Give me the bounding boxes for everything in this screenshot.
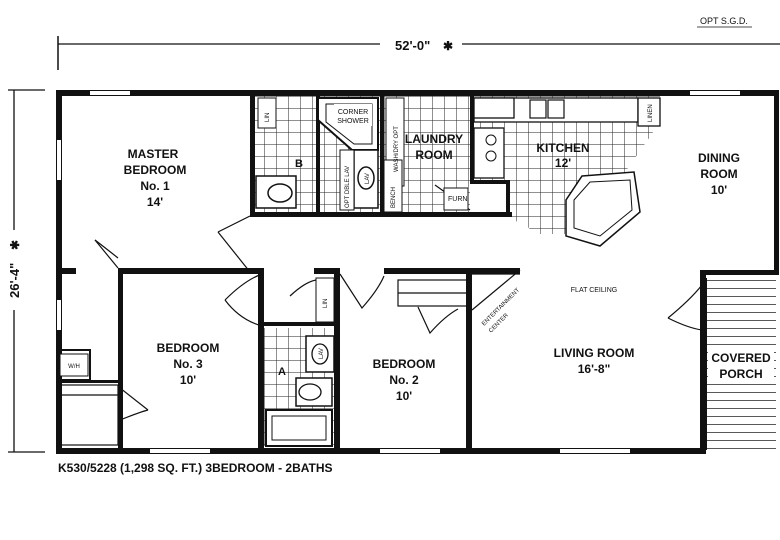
corner-shower-label-2: SHOWER — [337, 118, 369, 125]
svg-text:MASTER: MASTER — [128, 147, 179, 161]
corner-shower-label-1: CORNER — [338, 109, 368, 116]
living-room-label: LIVING ROOM 16'-8" — [554, 346, 635, 376]
bedroom-2-label: BEDROOM No. 2 10' — [373, 357, 436, 403]
interior-walls — [56, 96, 520, 454]
flat-ceiling-label: FLAT CEILING — [571, 287, 617, 294]
depth-star: ✱ — [8, 240, 22, 250]
hall-lav-label: LAV — [319, 348, 325, 359]
svg-text:LAUNDRY: LAUNDRY — [405, 132, 463, 146]
svg-text:PORCH: PORCH — [719, 367, 762, 381]
kitchen-linen-label: LINEN — [648, 104, 654, 122]
opt-sgd-note: OPT S.G.D. — [700, 16, 748, 26]
svg-text:BEDROOM: BEDROOM — [373, 357, 436, 371]
svg-text:ROOM: ROOM — [700, 167, 737, 181]
svg-text:14': 14' — [147, 195, 163, 209]
laundry-label: LAUNDRY ROOM — [405, 132, 463, 162]
svg-text:10': 10' — [396, 389, 412, 403]
bath-b-label: B — [295, 158, 303, 170]
svg-text:BEDROOM: BEDROOM — [124, 163, 187, 177]
plan-caption: K530/5228 (1,298 SQ. FT.) 3BEDROOM - 2BA… — [58, 461, 333, 475]
svg-text:BEDROOM: BEDROOM — [157, 341, 220, 355]
svg-text:LIVING ROOM: LIVING ROOM — [554, 346, 635, 360]
master-lav-label: LAV — [365, 173, 371, 184]
width-label: 52'-0" — [395, 38, 430, 53]
bath-a-label: A — [278, 366, 286, 378]
svg-text:10': 10' — [711, 183, 727, 197]
water-heater-label: W/H — [68, 364, 80, 370]
depth-dimension: 26'-4" ✱ — [7, 89, 45, 453]
svg-text:12': 12' — [555, 156, 571, 170]
kitchen-label: KITCHEN 12' — [536, 141, 589, 170]
kitchen-tile — [472, 96, 660, 234]
bench-label: BENCH — [391, 187, 397, 208]
svg-text:KITCHEN: KITCHEN — [536, 141, 589, 155]
svg-text:No. 2: No. 2 — [389, 373, 419, 387]
svg-text:No. 1: No. 1 — [140, 179, 170, 193]
hall-linen-label: LIN — [323, 299, 329, 308]
width-dimension: 52'-0" ✱ — [57, 36, 780, 70]
laundry-fixtures — [383, 97, 469, 213]
hall-bath-fixtures — [265, 277, 335, 447]
svg-text:10': 10' — [180, 373, 196, 387]
svg-text:ROOM: ROOM — [415, 148, 452, 162]
opt-dble-lav-label: OPT DBLE LAV — [345, 166, 351, 208]
width-star: ✱ — [443, 39, 453, 53]
dining-room-label: DINING ROOM 10' — [698, 151, 740, 197]
master-bedroom-label: MASTER BEDROOM No. 1 14' — [124, 147, 187, 209]
svg-text:16'-8": 16'-8" — [578, 362, 611, 376]
bedroom-3-label: BEDROOM No. 3 10' — [157, 341, 220, 387]
svg-text:DINING: DINING — [698, 151, 740, 165]
furn-label: FURN — [448, 196, 467, 203]
svg-text:COVERED: COVERED — [711, 351, 771, 365]
kitchen-fixtures — [473, 97, 661, 247]
door-swings — [94, 184, 703, 421]
depth-label: 26'-4" — [7, 263, 22, 298]
wash-dry-label: WASH/DRY OPT — [394, 126, 400, 172]
covered-porch-label: COVERED PORCH — [708, 348, 774, 384]
master-linen-label: LIN — [265, 113, 271, 122]
svg-text:No. 3: No. 3 — [173, 357, 203, 371]
